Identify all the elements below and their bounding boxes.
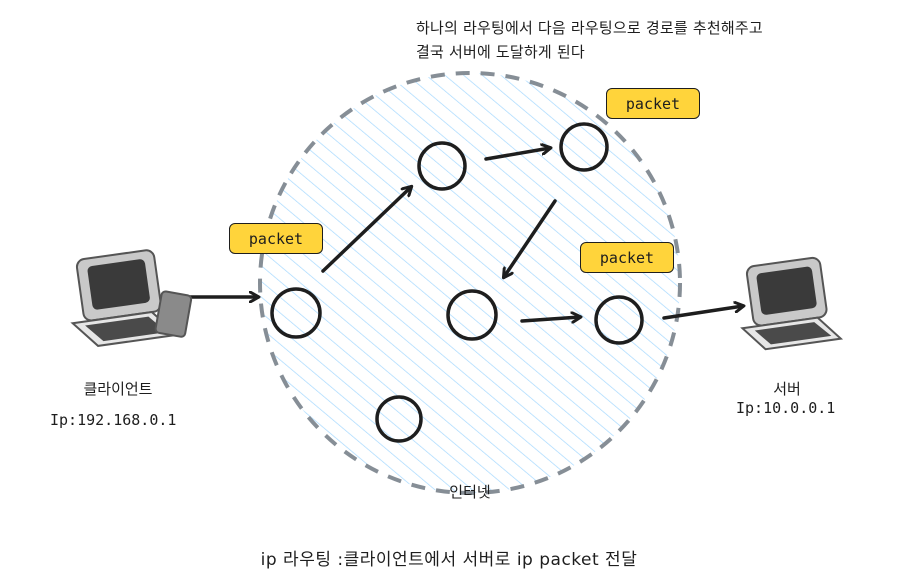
- packet-badge-left: packet: [229, 223, 323, 254]
- router-node-2: [417, 141, 467, 191]
- router-node-exit: [594, 295, 644, 345]
- client-ip: Ip:192.168.0.1: [50, 411, 177, 429]
- internet-boundary: [258, 71, 682, 495]
- server-ip: Ip:10.0.0.1: [736, 399, 836, 417]
- arrow-node2-to-node3: [484, 148, 550, 161]
- arrow-node3-to-node4: [504, 199, 557, 277]
- routing-note-line-1: 하나의 라우팅에서 다음 라우팅으로 경로를 추천해주고: [416, 19, 763, 37]
- routing-note-line-2: 결국 서버에 도달하게 된다: [416, 43, 585, 61]
- router-node-entry: [270, 287, 322, 339]
- router-node-4: [446, 289, 498, 341]
- arrow-node4-to-exit: [520, 317, 580, 321]
- client-label: 클라이언트: [83, 380, 153, 398]
- internet-region: [260, 73, 680, 493]
- server-label: 서버: [773, 380, 801, 398]
- server-computer-icon: [740, 256, 844, 351]
- diagram-caption: ip 라우팅 :클라이언트에서 서버로 ip packet 전달: [260, 550, 638, 570]
- arrow-entry-to-node2: [321, 187, 411, 273]
- router-node-idle: [375, 395, 423, 443]
- packet-badge-top: packet: [606, 88, 700, 119]
- client-computer-icon: [70, 249, 193, 347]
- arrow-exit-to-server: [662, 306, 743, 320]
- internet-label: 인터넷: [449, 483, 491, 501]
- routing-note: 하나의 라우팅에서 다음 라우팅으로 경로를 추천해주고 결국 서버에 도달하게…: [416, 16, 763, 64]
- router-node-3: [559, 122, 609, 172]
- packet-badge-right: packet: [580, 242, 674, 273]
